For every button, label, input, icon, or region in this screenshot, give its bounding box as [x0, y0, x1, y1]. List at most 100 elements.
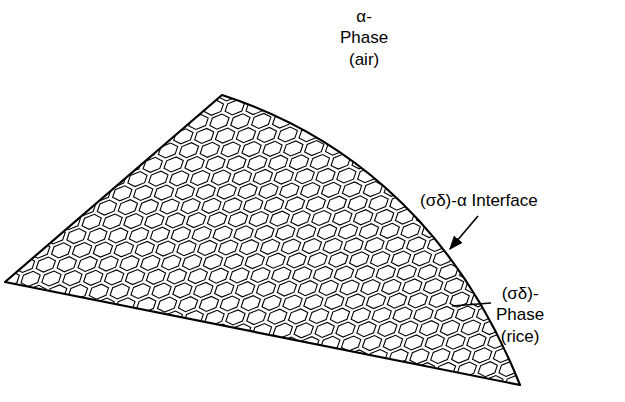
rice-cell: [203, 254, 222, 269]
rice-cell: [367, 140, 386, 155]
rice-cell: [407, 237, 426, 252]
rice-cell: [257, 127, 276, 142]
rice-cell: [76, 354, 95, 369]
rice-cell: [85, 326, 104, 341]
rice-cell: [3, 174, 22, 189]
rice-cell: [376, 265, 395, 280]
rice-cell: [446, 334, 465, 349]
rice-cell: [33, 145, 52, 160]
rice-cell: [227, 156, 246, 171]
rice-cell: [223, 198, 242, 213]
rice-cell: [555, 136, 574, 151]
rice-cell: [237, 338, 256, 353]
rice-cell: [158, 297, 177, 312]
rice-cell: [78, 256, 97, 271]
rice-cell: [288, 99, 307, 114]
rice-cell: [194, 282, 213, 297]
rice-cell: [0, 188, 7, 203]
rice-cell: [39, 159, 58, 174]
rice-cell: [183, 255, 202, 270]
rice-cell: [351, 308, 370, 323]
rice-cell: [170, 381, 189, 396]
rice-cell: [93, 242, 112, 257]
rice-cell: [489, 390, 508, 402]
rice-cell: [319, 280, 338, 295]
rice-cell: [449, 82, 468, 97]
rice-cell: [345, 84, 364, 99]
rice-cell: [508, 123, 527, 138]
rice-cell: [249, 212, 268, 227]
rice-cell: [127, 326, 146, 341]
rice-cell: [117, 144, 136, 159]
rice-cell: [106, 326, 125, 341]
rice-cell: [52, 89, 71, 104]
rice-cell: [514, 347, 533, 362]
rice-cell: [10, 244, 29, 259]
rice-cell: [25, 229, 44, 244]
rice-cell: [86, 172, 105, 187]
rice-cell: [522, 263, 541, 278]
rice-cell: [400, 377, 419, 392]
rice-cell: [529, 123, 548, 138]
rice-cell: [527, 67, 546, 82]
rice-cell: [129, 228, 148, 243]
rice-cell: [99, 256, 118, 271]
rice-cell: [226, 310, 245, 325]
rice-cell: [406, 391, 425, 402]
rice-cell: [364, 392, 383, 402]
rice-cell: [469, 236, 488, 251]
rice-cell: [105, 116, 124, 131]
rice-cell: [176, 395, 195, 402]
rice-cell: [0, 328, 1, 343]
rice-cell: [289, 155, 308, 170]
rice-cell: [7, 342, 26, 357]
rice-cell: [42, 271, 61, 286]
rice-cell: [32, 299, 51, 314]
rice-cell: [169, 325, 188, 340]
rice-cell: [359, 224, 378, 239]
rice-cell: [1, 118, 20, 133]
rice-cell: [80, 312, 99, 327]
rice-cell: [85, 116, 104, 131]
rice-cell: [277, 71, 296, 86]
rice-cell: [103, 214, 122, 229]
rice-cell: [233, 380, 252, 395]
rice-cell: [264, 351, 283, 366]
rice-cell: [160, 199, 179, 214]
rice-cell: [243, 352, 262, 367]
rice-cell: [483, 166, 502, 181]
rice-cell: [296, 379, 315, 394]
rice-cell: [0, 202, 12, 217]
rice-cell: [546, 165, 565, 180]
rice-cell: [35, 201, 54, 216]
rice-cell: [158, 143, 177, 158]
rice-cell: [266, 253, 285, 268]
rice-cell: [101, 158, 120, 173]
rice-cell: [162, 255, 181, 270]
rice-cell: [373, 153, 392, 168]
rice-cell: [222, 352, 241, 367]
rice-cell: [9, 398, 28, 402]
rice-cell: [444, 278, 463, 293]
rice-cell: [461, 320, 480, 335]
rice-cell: [43, 117, 62, 132]
rice-cell: [317, 378, 336, 393]
rice-cell: [11, 300, 30, 315]
rice-cell: [125, 270, 144, 285]
rice-cell: [255, 225, 274, 240]
rice-cell: [252, 113, 271, 128]
rice-cell: [19, 215, 38, 230]
rice-cell: [311, 365, 330, 380]
rice-cell: [467, 334, 486, 349]
rice-cell: [190, 325, 209, 340]
rice-cell: [544, 109, 563, 124]
rice-cell: [0, 132, 5, 147]
rice-cell: [303, 85, 322, 100]
rice-cell: [195, 338, 214, 353]
rice-cell: [134, 396, 153, 402]
rice-cell: [90, 130, 109, 145]
rice-cell: [531, 389, 550, 402]
rice-cell: [0, 174, 1, 189]
rice-cell: [228, 212, 247, 227]
rice-cell: [108, 382, 127, 397]
